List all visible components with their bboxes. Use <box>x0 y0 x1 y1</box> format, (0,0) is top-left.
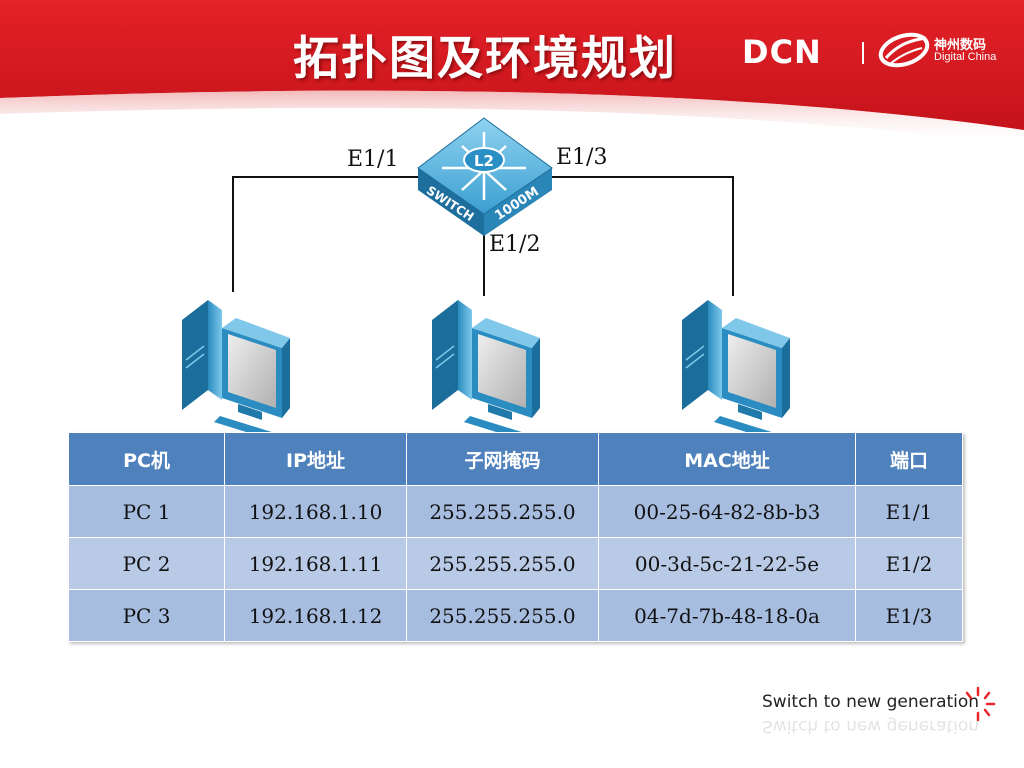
computer-icon <box>182 300 290 440</box>
footer-tagline-reflection: Switch to new generation <box>762 716 980 736</box>
cell-subnet-mask: 255.255.255.0 <box>406 537 599 590</box>
table-row: PC 1 192.168.1.10 255.255.255.0 00-25-64… <box>68 485 963 538</box>
environment-table: PC机 IP地址 子网掩码 MAC地址 端口 PC 1 192.168.1.10… <box>68 432 963 642</box>
dcn-logo-text: DCN <box>742 33 822 71</box>
sunburst-icon <box>965 686 996 722</box>
cell-port: E1/1 <box>855 485 963 538</box>
l2-switch-icon: L2 SWITCH 1000M <box>417 117 553 236</box>
link-e1-3 <box>545 176 734 296</box>
port-label-e1-3: E1/3 <box>556 145 607 170</box>
logo-divider <box>862 42 864 64</box>
footer-tagline: Switch to new generation <box>762 692 980 712</box>
cell-subnet-mask: 255.255.255.0 <box>406 485 599 538</box>
cell-ip: 192.168.1.12 <box>224 589 407 642</box>
header-banner <box>0 0 1024 146</box>
cell-ip: 192.168.1.11 <box>224 537 407 590</box>
link-e1-1 <box>232 176 425 292</box>
page-title: 拓扑图及环境规划 <box>293 31 677 85</box>
cell-subnet-mask: 255.255.255.0 <box>406 589 599 642</box>
cell-mac: 00-25-64-82-8b-b3 <box>598 485 856 538</box>
table-row: PC 3 192.168.1.12 255.255.255.0 04-7d-7b… <box>68 589 963 642</box>
computer-icon <box>432 300 540 440</box>
header-ip: IP地址 <box>224 432 407 486</box>
computer-icon <box>682 300 790 440</box>
port-label-e1-2: E1/2 <box>489 232 540 257</box>
logo-chinese-name: 神州数码 <box>934 38 987 53</box>
cell-ip: 192.168.1.10 <box>224 485 407 538</box>
table-header-row: PC机 IP地址 子网掩码 MAC地址 端口 <box>68 432 963 486</box>
table-row: PC 2 192.168.1.11 255.255.255.0 00-3d-5c… <box>68 537 963 590</box>
cell-port: E1/3 <box>855 589 963 642</box>
cell-mac: 04-7d-7b-48-18-0a <box>598 589 856 642</box>
header-pc: PC机 <box>68 432 225 486</box>
switch-badge: L2 <box>474 152 494 170</box>
cell-pc: PC 1 <box>68 485 225 538</box>
port-label-e1-1: E1/1 <box>347 147 398 172</box>
digital-china-logo-icon <box>878 32 930 68</box>
header-port: 端口 <box>855 432 963 486</box>
cell-port: E1/2 <box>855 537 963 590</box>
cell-pc: PC 2 <box>68 537 225 590</box>
cell-mac: 00-3d-5c-21-22-5e <box>598 537 856 590</box>
logo-english-name: Digital China <box>934 51 997 63</box>
header-mac: MAC地址 <box>598 432 856 486</box>
cell-pc: PC 3 <box>68 589 225 642</box>
header-subnet-mask: 子网掩码 <box>406 432 599 486</box>
